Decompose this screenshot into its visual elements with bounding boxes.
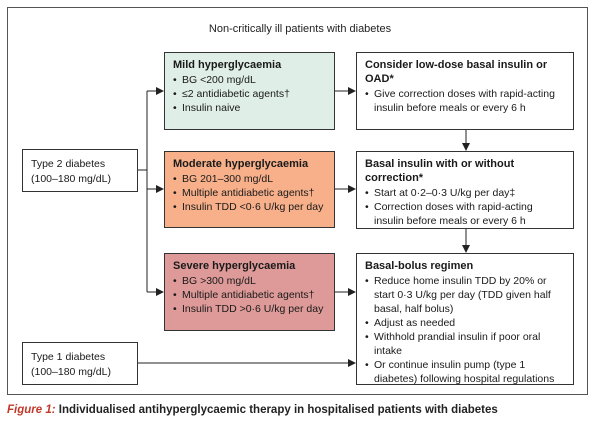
mild-item: BG <200 mg/dL <box>173 73 326 87</box>
moderate-item: Multiple antidiabetic agents† <box>173 186 326 200</box>
type2-label: Type 2 diabetes <box>31 158 106 170</box>
mild-title: Mild hyperglycaemia <box>173 59 282 71</box>
regimen2-item: Correction doses with rapid-acting insul… <box>365 200 565 228</box>
regimen3-title: Basal-bolus regimen <box>365 260 474 272</box>
diagram-heading: Non-critically ill patients with diabete… <box>208 23 392 35</box>
regimen1-item: Give correction doses with rapid-acting … <box>365 87 565 115</box>
mild-hyperglycaemia-box: Mild hyperglycaemia BG <200 mg/dL ≤2 ant… <box>164 52 335 130</box>
moderate-item: Insulin TDD <0·6 U/kg per day <box>173 200 326 214</box>
type1-diabetes-box: Type 1 diabetes (100–180 mg/dL) <box>22 342 138 385</box>
figure-caption: Figure 1: Individualised antihyperglycae… <box>7 404 498 416</box>
severe-item: Multiple antidiabetic agents† <box>173 288 326 302</box>
type1-range: (100–180 mg/dL) <box>31 366 111 378</box>
low-dose-basal-box: Consider low-dose basal insulin or OAD* … <box>356 52 574 130</box>
moderate-item: BG 201–300 mg/dL <box>173 172 326 186</box>
diagram-frame <box>7 7 588 395</box>
basal-insulin-box: Basal insulin with or without correction… <box>356 151 574 229</box>
regimen2-title: Basal insulin with or without correction… <box>365 158 515 184</box>
moderate-hyperglycaemia-box: Moderate hyperglycaemia BG 201–300 mg/dL… <box>164 151 335 228</box>
regimen3-item: Withhold prandial insulin if poor oral i… <box>365 330 565 358</box>
regimen3-item: Reduce home insulin TDD by 20% or start … <box>365 274 565 316</box>
type2-diabetes-box: Type 2 diabetes (100–180 mg/dL) <box>22 149 138 192</box>
basal-bolus-box: Basal-bolus regimen Reduce home insulin … <box>356 253 574 385</box>
figure-caption-text: Individualised antihyperglycaemic therap… <box>55 404 498 416</box>
regimen1-title: Consider low-dose basal insulin or OAD* <box>365 59 548 85</box>
severe-title: Severe hyperglycaemia <box>173 260 296 272</box>
severe-hyperglycaemia-box: Severe hyperglycaemia BG >300 mg/dL Mult… <box>164 253 335 331</box>
type1-label: Type 1 diabetes <box>31 351 106 363</box>
regimen3-item: Adjust as needed <box>365 316 565 330</box>
regimen2-item: Start at 0·2–0·3 U/kg per day‡ <box>365 186 565 200</box>
regimen3-item: Or continue insulin pump (type 1 diabete… <box>365 358 565 386</box>
mild-item: ≤2 antidiabetic agents† <box>173 87 326 101</box>
severe-item: BG >300 mg/dL <box>173 274 326 288</box>
moderate-title: Moderate hyperglycaemia <box>173 158 309 170</box>
mild-item: Insulin naive <box>173 101 326 115</box>
severe-item: Insulin TDD >0·6 U/kg per day <box>173 302 326 316</box>
figure-label: Figure 1: <box>7 404 56 416</box>
type2-range: (100–180 mg/dL) <box>31 173 111 185</box>
